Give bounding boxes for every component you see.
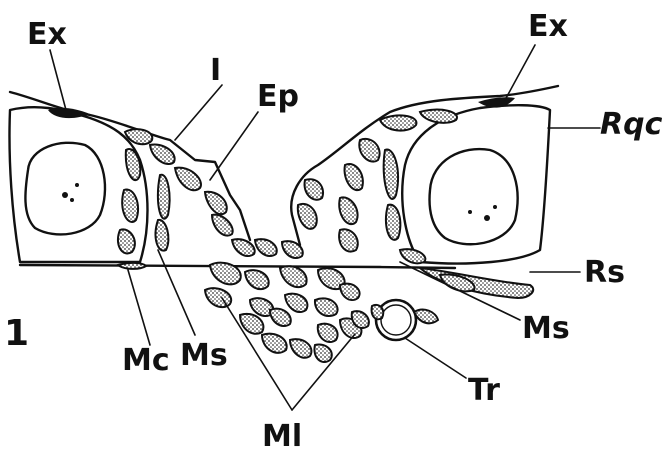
label-ms-left: Ms [180,338,228,373]
label-ex-right: Ex [528,9,568,44]
label-tr: Tr [468,373,500,408]
label-rs: Rs [584,255,625,290]
label-rqc: Rqc [600,107,663,142]
label-mc: Mc [122,343,170,378]
nucleus-region-right [430,149,518,244]
epithelium-right-cells [339,110,457,264]
label-ml: Ml [262,419,302,454]
label-ex-left: Ex [27,17,67,52]
epithelium-groove-cells [255,179,323,258]
label-ep: Ep [257,79,299,114]
figure-number: 1 [4,313,29,354]
papilla-right [402,105,550,263]
tr-duct [376,300,416,340]
epithelium-left-cells [118,129,255,256]
mc-cell [118,263,146,269]
rs-layer [420,268,533,298]
label-ms-right: Ms [522,311,570,346]
tr-attached-cell [414,310,438,324]
label-i: I [210,53,221,88]
nucleus-region-left [25,143,105,235]
